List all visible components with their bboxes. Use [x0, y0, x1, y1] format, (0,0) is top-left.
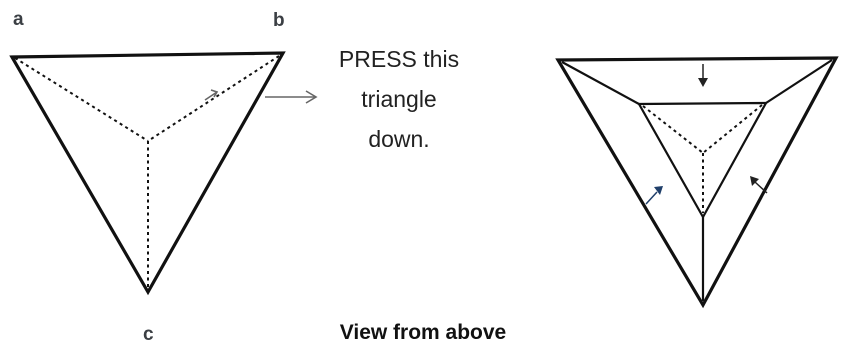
right-outer-triangle [555, 56, 839, 309]
press-inward-right-arrow-icon [750, 176, 768, 194]
vertex-label-a: a [13, 9, 24, 30]
right-crease-top-left [561, 61, 640, 105]
instruction-line-3: down. [368, 126, 429, 152]
right-dashed-right-center [702, 104, 763, 154]
left-small-arrow-icon [204, 89, 219, 101]
right-crease-top-right [765, 59, 833, 104]
left-outer-triangle [9, 51, 286, 296]
pointer-arrow-icon [265, 90, 318, 104]
left-figure [9, 51, 286, 296]
diagram-caption: View from above [340, 321, 507, 344]
press-inward-left-arrow-icon [645, 186, 663, 205]
instruction-line-1: PRESS this [339, 46, 459, 72]
right-figure [555, 56, 839, 309]
vertex-label-c: c [143, 324, 154, 345]
right-inner-triangle [637, 101, 768, 220]
right-dashed-left-center [642, 105, 704, 154]
instruction-line-2: triangle [361, 86, 436, 112]
vertex-label-b: b [273, 10, 285, 31]
left-dashed-a-center [14, 57, 149, 142]
left-dashed-b-center [147, 55, 280, 142]
press-down-arrow-icon [698, 64, 708, 87]
